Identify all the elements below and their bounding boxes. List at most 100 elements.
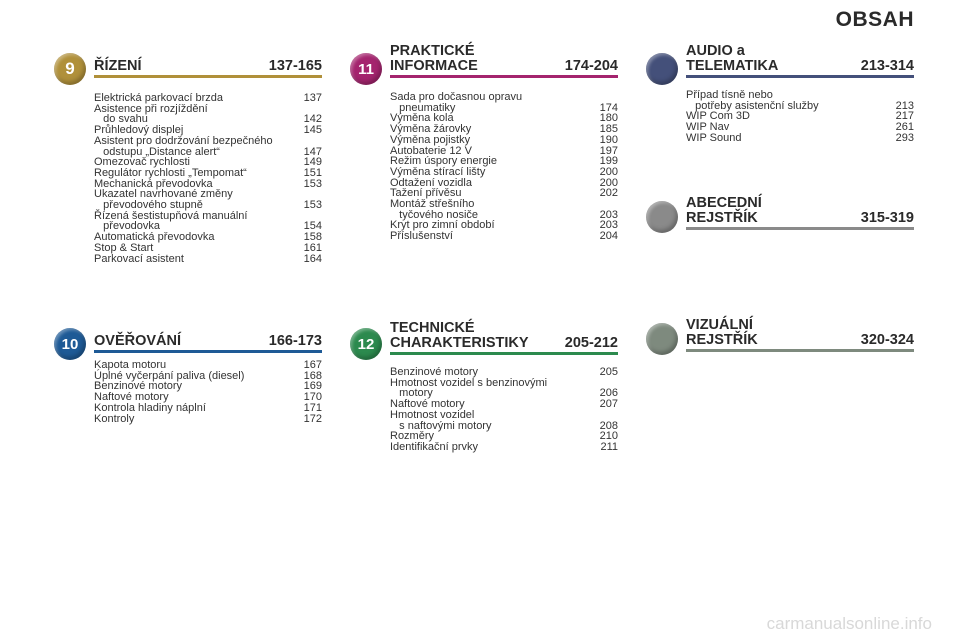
section-page-range: 166-173 <box>268 333 322 349</box>
toc-entry-title: tyčového nosiče <box>390 208 479 221</box>
section-number-badge: 12 <box>350 328 382 360</box>
toc-entry[interactable]: Elektrická parkovací brzda 137 <box>94 93 322 104</box>
section-title: ŘÍZENÍ <box>94 58 142 74</box>
section-rule <box>686 75 914 78</box>
toc-entry[interactable]: odstupu „Distance alert“ 147 <box>94 145 322 158</box>
section-heading[interactable]: ŘÍZENÍ 137-165 <box>94 52 322 78</box>
section-title: VIZUÁLNÍ REJSTŘÍK <box>686 317 758 348</box>
section-rule <box>390 75 618 78</box>
section-heading[interactable]: OVĚŘOVÁNÍ 166-173 <box>94 327 322 353</box>
toc-entry-title: Případ tísně nebo <box>686 89 773 101</box>
section-title: PRAKTICKÉ INFORMACE <box>390 43 478 74</box>
toc-entry-page: 210 <box>599 430 618 443</box>
section-technicke: 12 TECHNICKÉ CHARAKTERISTIKY 205-212 Ben… <box>350 319 618 469</box>
toc-entry-page: 203 <box>599 219 618 232</box>
toc-entry-page: 293 <box>895 131 914 144</box>
toc-entry[interactable]: Asistent pro dodržování bezpečného <box>94 135 322 147</box>
toc-entry-title: Omezovač rychlosti <box>94 156 190 169</box>
section-heading[interactable]: VIZUÁLNÍ REJSTŘÍK 320-324 <box>686 318 914 352</box>
toc-entry-title: Rozměry <box>390 430 435 443</box>
toc-entry-title: Výměna kola <box>390 112 454 125</box>
watermark: carmanualsonline.info <box>766 614 932 633</box>
toc-entry-page: 153 <box>303 177 322 190</box>
toc-entry-page: 170 <box>303 391 322 404</box>
toc-entry-title: Benzinové motory <box>94 380 183 393</box>
toc-entry-page: 153 <box>303 199 322 212</box>
section-heading[interactable]: AUDIO a TELEMATIKA 213-314 <box>686 44 914 78</box>
toc-entry-page: 167 <box>303 359 322 371</box>
toc-entry-title: s naftovými motory <box>390 419 492 432</box>
toc-entry[interactable]: Hmotnost vozidel s benzinovými <box>390 376 618 389</box>
section-rule <box>686 227 914 230</box>
toc-entry[interactable]: Sada pro dočasnou opravu <box>390 92 618 103</box>
toc-entry[interactable]: Regulátor rychlosti „Tempomat“151 <box>94 168 322 179</box>
toc-entry-title: Řízená šestistupňová manuální <box>94 209 248 222</box>
toc-entry-page: 137 <box>303 92 322 104</box>
toc-entry-page: 205 <box>599 366 618 378</box>
toc-entry-page: 174 <box>599 101 618 114</box>
toc-entry[interactable]: Ukazatel navrhované změny <box>94 189 322 200</box>
toc-entry-title: Tažení přívěsu <box>390 187 462 200</box>
toc-entry-page: 185 <box>599 123 618 136</box>
toc-entry-title: Elektrická parkovací brzda <box>94 92 223 104</box>
toc-entry[interactable]: Rozměry 210 <box>390 431 618 442</box>
toc-entry-page: 261 <box>895 121 914 134</box>
toc-entry[interactable]: Řízená šestistupňová manuální <box>94 209 322 222</box>
toc-entry[interactable]: Asistence při rozjíždění <box>94 103 322 115</box>
section-page-range: 315-319 <box>860 210 914 226</box>
toc-entry-title: odstupu „Distance alert“ <box>94 145 220 158</box>
toc-entry-page: 206 <box>599 387 618 400</box>
toc-entry-page: 168 <box>303 369 322 382</box>
section-heading[interactable]: PRAKTICKÉ INFORMACE 174-204 <box>390 44 618 78</box>
toc-entry-page: 147 <box>303 145 322 158</box>
toc-entry-page: 161 <box>303 241 322 254</box>
toc-entry[interactable]: Hmotnost vozidel <box>390 409 618 421</box>
toc-entry[interactable]: Úplné vyčerpání paliva (diesel)168 <box>94 369 322 382</box>
section-heading[interactable]: ABECEDNÍ REJSTŘÍK 315-319 <box>686 196 914 230</box>
toc-entry-title: Hmotnost vozidel s benzinovými <box>390 376 548 389</box>
section-heading[interactable]: TECHNICKÉ CHARAKTERISTIKY 205-212 <box>390 319 618 355</box>
toc-entry-page: 204 <box>599 230 618 243</box>
toc-entry[interactable]: Případ tísně nebo <box>686 90 914 101</box>
toc-entry[interactable]: Montáž střešního <box>390 199 618 210</box>
toc-entry-page: 145 <box>303 124 322 137</box>
section-page-range: 174-204 <box>564 58 618 74</box>
toc-entry-page: 151 <box>303 166 322 179</box>
